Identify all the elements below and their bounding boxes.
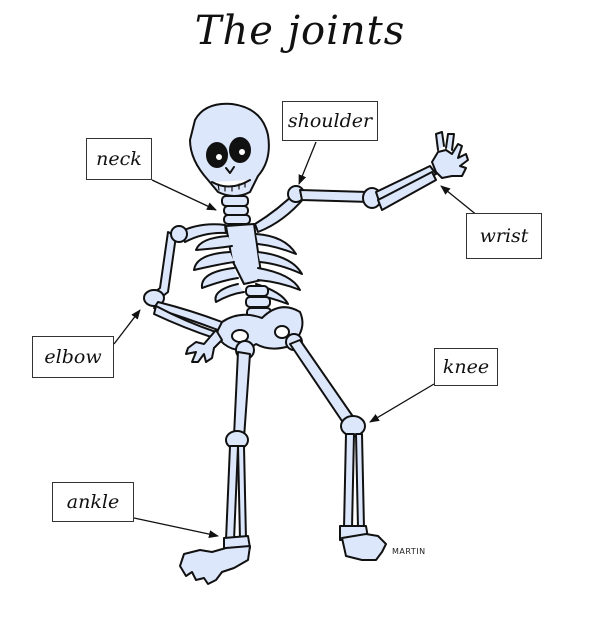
skull — [189, 102, 270, 197]
left-arm — [143, 225, 223, 363]
pelvis — [216, 306, 304, 360]
page-title: The joints — [194, 8, 406, 54]
label-knee: knee — [434, 348, 498, 386]
right-arm — [287, 131, 469, 211]
label-shoulder: shoulder — [282, 101, 378, 141]
arrow-shoulder — [298, 141, 317, 185]
label-neck: neck — [86, 138, 152, 180]
label-elbow: elbow — [32, 336, 114, 378]
artist-credit: MARTIN — [392, 547, 426, 556]
label-ankle: ankle — [52, 482, 134, 522]
arrow-wrist — [440, 185, 479, 217]
label-wrist: wrist — [466, 213, 542, 259]
left-leg — [179, 351, 251, 585]
arrow-ankle — [133, 517, 219, 539]
neck-vertebrae — [221, 195, 251, 225]
arrow-elbow — [113, 309, 141, 345]
arrow-knee — [369, 383, 435, 423]
pointer-arrows — [113, 141, 479, 539]
right-leg — [289, 339, 387, 561]
arrow-neck — [151, 179, 217, 211]
